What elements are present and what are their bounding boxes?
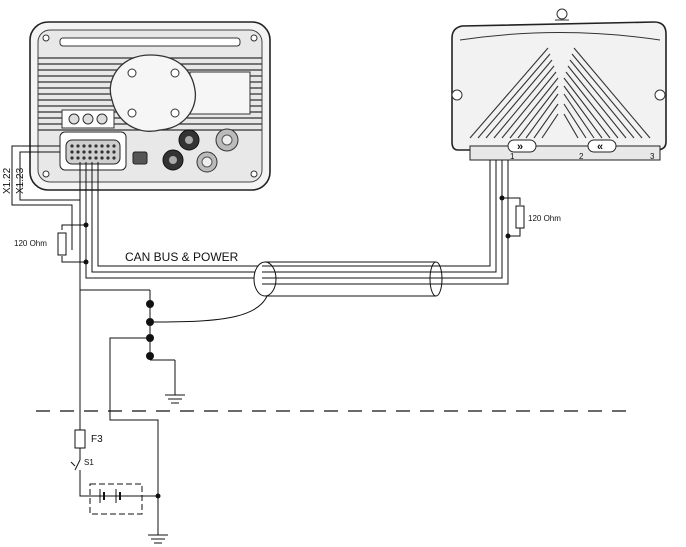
ground-symbol xyxy=(165,394,185,404)
resistor-right-label: 120 Ohm xyxy=(528,214,561,223)
ground-symbol-bottom xyxy=(148,534,168,544)
switch-label: S1 xyxy=(84,458,94,467)
pin-label-x1-23: X1.23 xyxy=(15,167,26,194)
cooling-fins-right xyxy=(469,47,651,139)
battery xyxy=(89,483,143,515)
cable-label: CAN BUS & POWER xyxy=(125,250,239,264)
resistor-left-label: 120 Ohm xyxy=(14,239,47,248)
arrow-left-text: « xyxy=(597,141,603,153)
switch xyxy=(70,459,81,471)
connector-1-label: 1 xyxy=(510,152,515,161)
wires xyxy=(11,145,521,535)
cable-jacket xyxy=(253,261,443,297)
arrow-right-text: » xyxy=(517,141,523,153)
fuse-label: F3 xyxy=(91,434,103,445)
connector-3-label: 3 xyxy=(650,152,655,161)
resistor-right xyxy=(515,205,525,229)
display-unit xyxy=(29,21,271,191)
connector-2-label: 2 xyxy=(579,152,584,161)
pin-label-x1-22: X1.22 xyxy=(2,167,13,194)
resistor-left xyxy=(57,232,67,256)
junction-dots xyxy=(83,195,511,499)
fuse xyxy=(74,429,86,449)
controller-unit: » « 1 2 3 xyxy=(451,8,667,161)
